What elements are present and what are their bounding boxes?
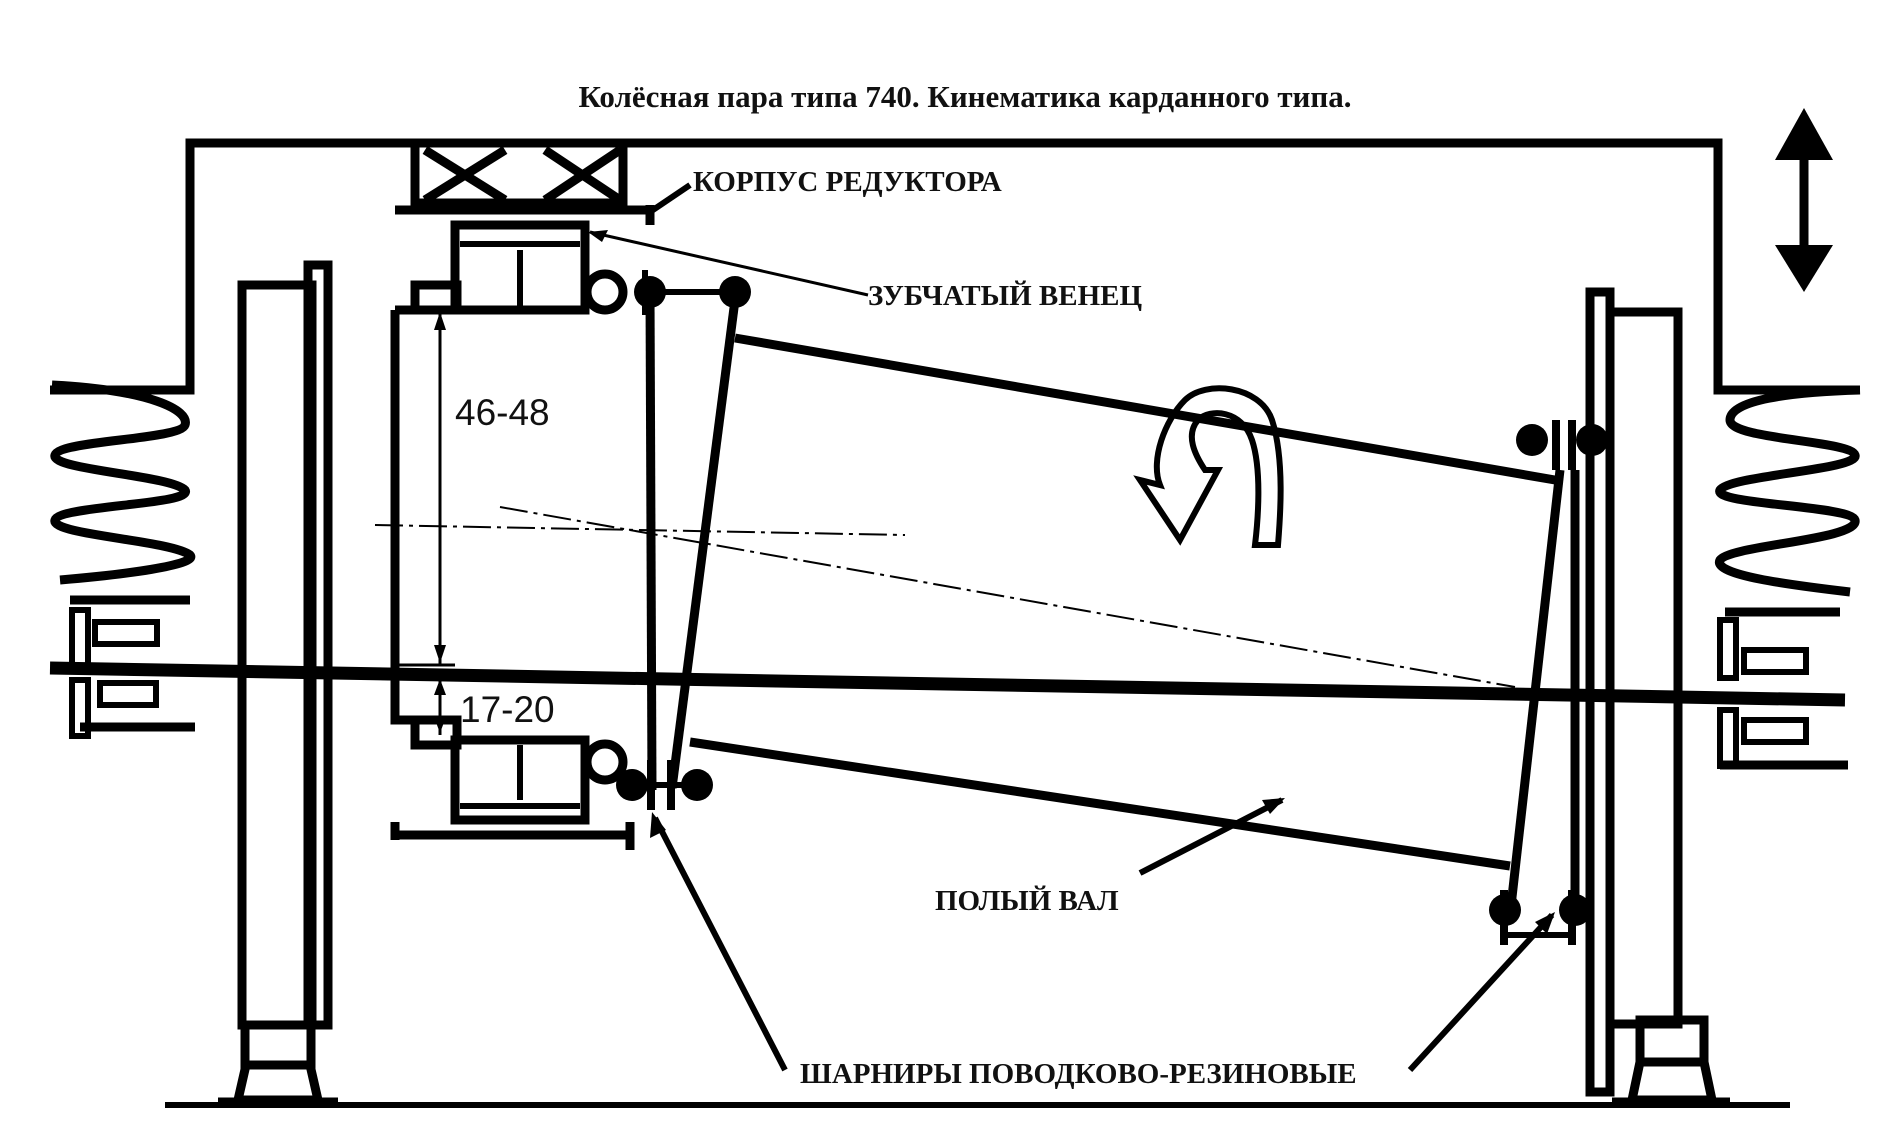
axle (49, 661, 1846, 707)
rotation-arrow-icon (1133, 385, 1284, 548)
right-spring (1715, 385, 1861, 770)
dimension-lower-value: 17-20 (460, 689, 555, 730)
bogie-frame (50, 138, 1860, 395)
centerline-gear (374, 524, 906, 536)
hollow-shaft (667, 299, 1565, 916)
double-arrow-vertical-icon (1775, 108, 1833, 292)
label-gearbox-housing: КОРПУС РЕДУКТОРА (693, 166, 1002, 198)
left-wheel (218, 260, 338, 1107)
diagram-title: Колёсная пара типа 740. Кинематика карда… (578, 79, 1351, 114)
leader-lines (588, 182, 1555, 1073)
right-joints (1489, 420, 1608, 945)
centerline-shaft (499, 506, 1516, 688)
left-joints (616, 270, 751, 810)
label-ring-gear: ЗУБЧАТЫЙ ВЕНЕЦ (868, 279, 1142, 312)
dimension-upper: 46-48 (395, 310, 550, 667)
label-joints: ШАРНИРЫ ПОВОДКОВО-РЕЗИНОВЫЕ (800, 1058, 1357, 1090)
dimension-lower: 17-20 (434, 677, 555, 735)
label-hollow-shaft: ПОЛЫЙ ВАЛ (935, 884, 1119, 917)
gearbox (390, 138, 655, 850)
left-spring (50, 380, 196, 739)
dimension-upper-value: 46-48 (455, 392, 550, 433)
